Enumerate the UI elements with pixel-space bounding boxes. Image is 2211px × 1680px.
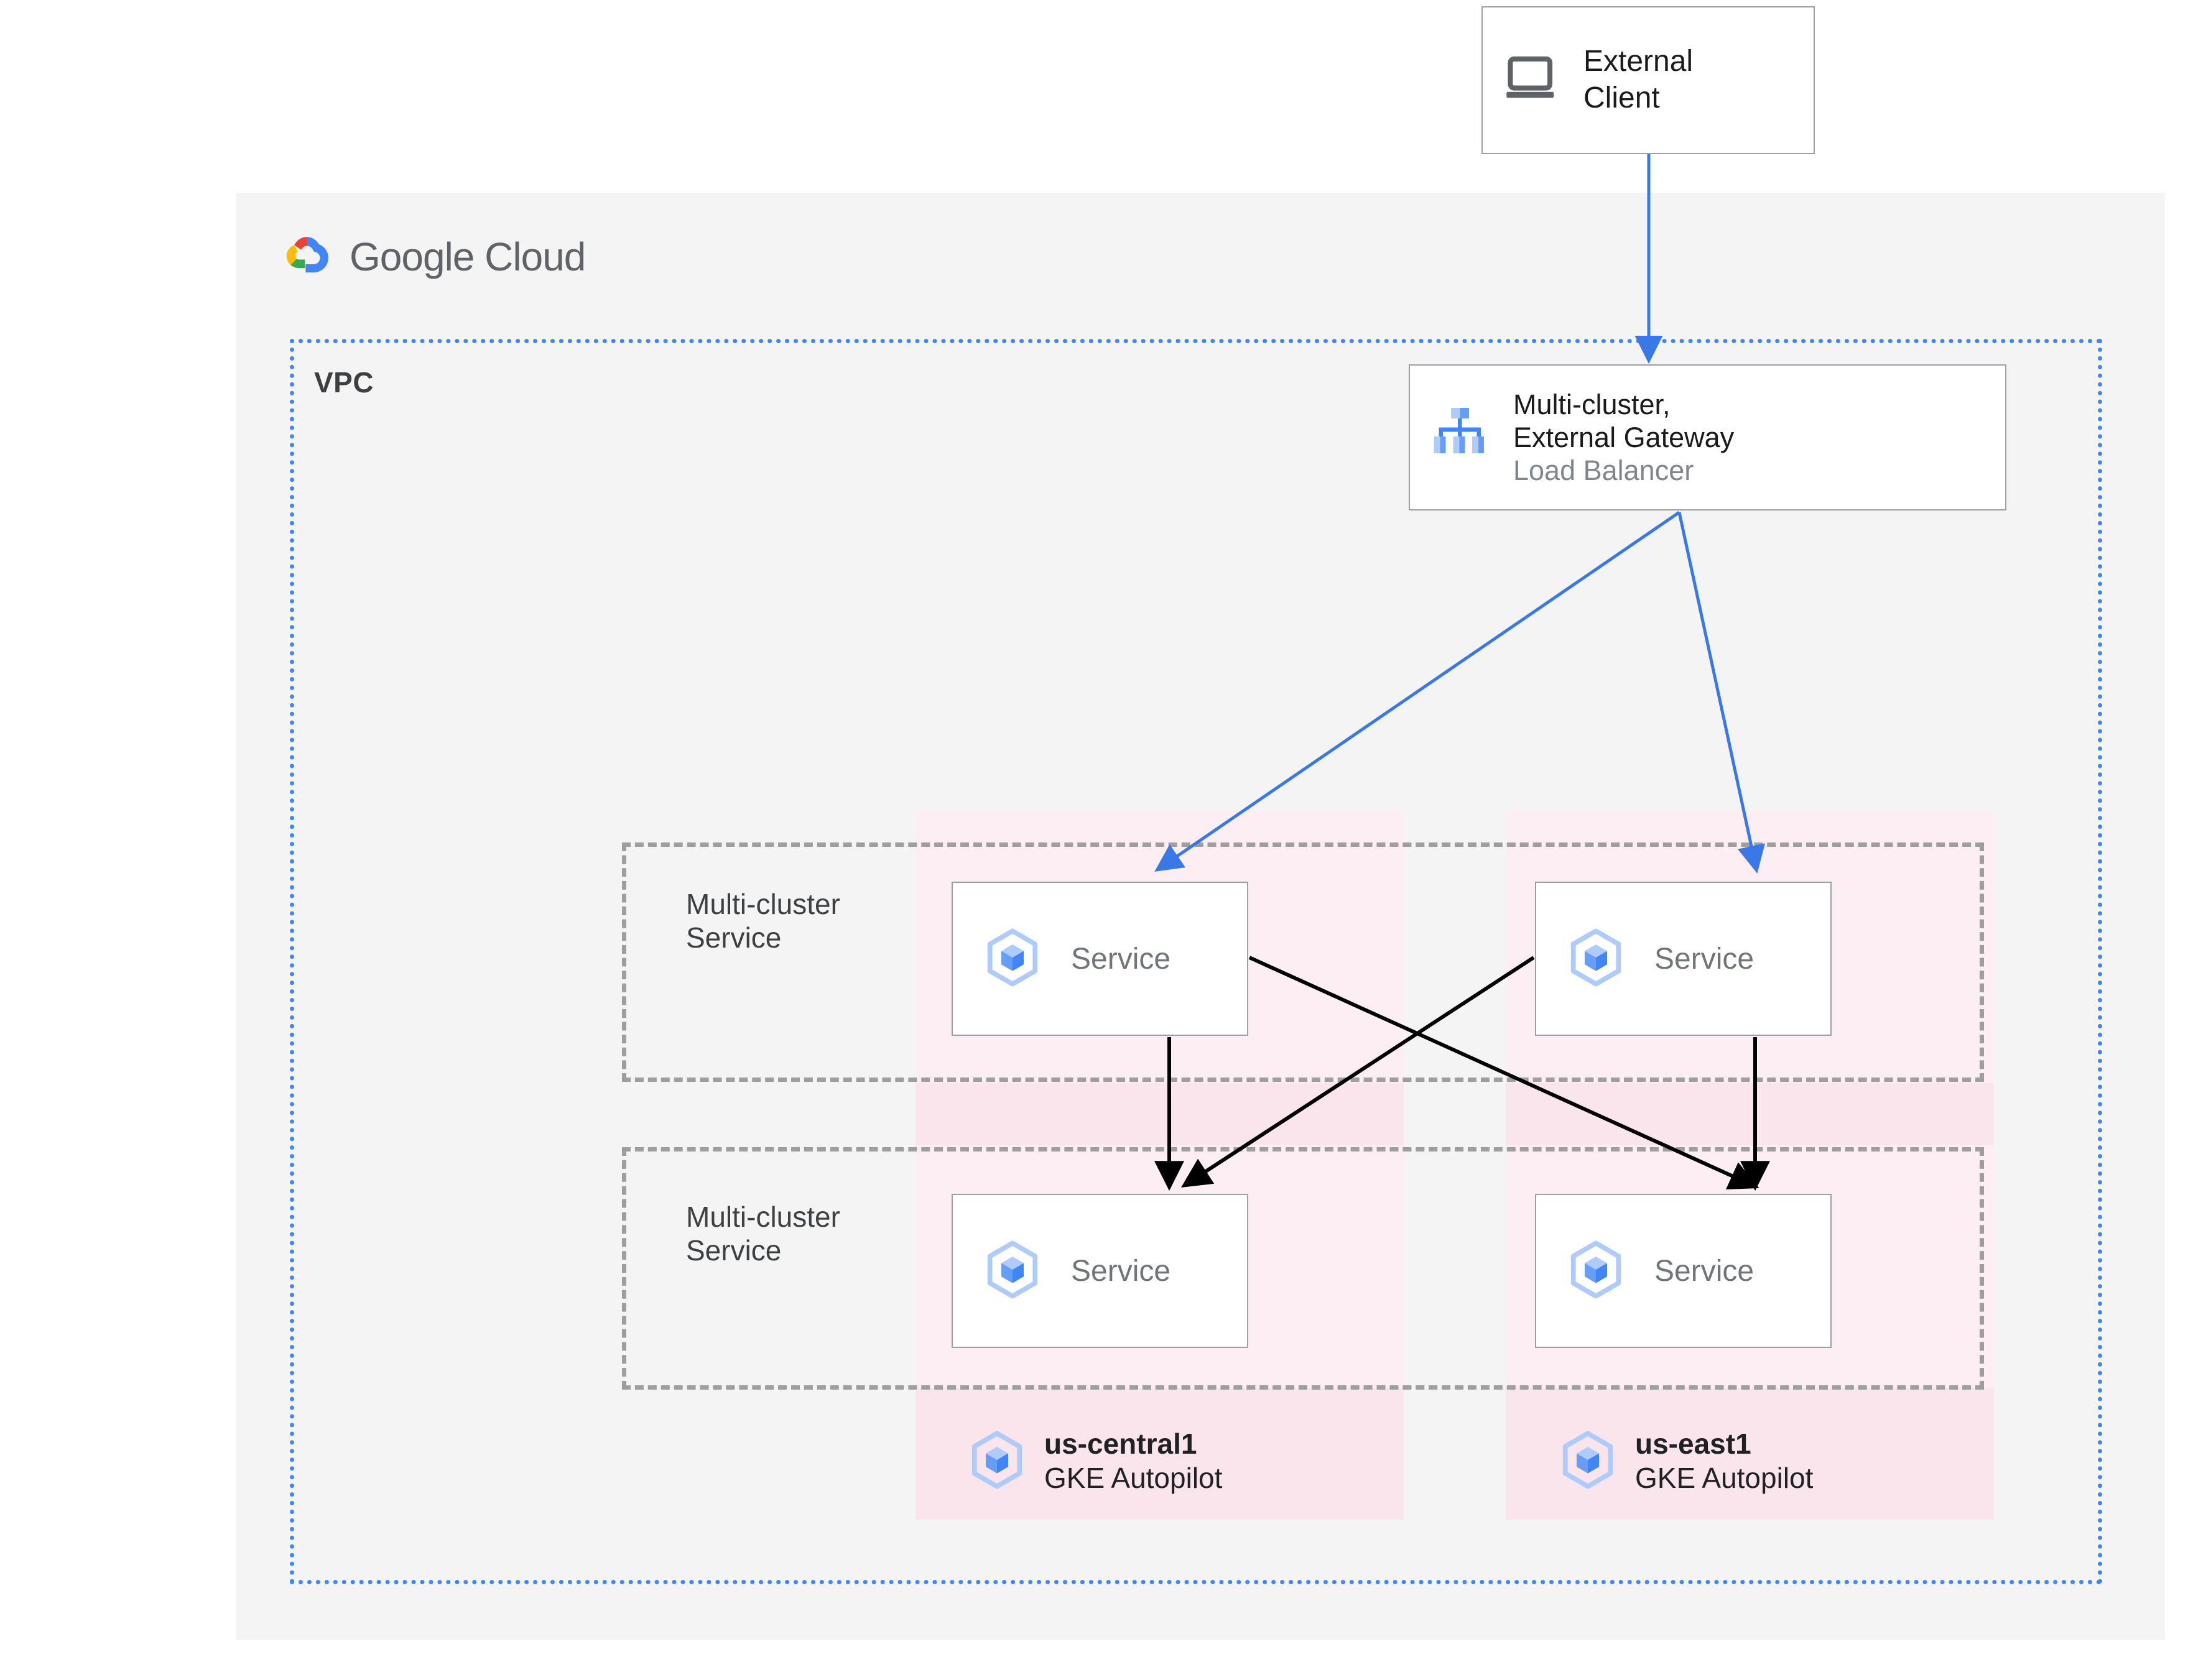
service-box-us-east1-group-2[interactable]: Service	[1535, 1194, 1832, 1348]
mcs-2-line1: Multi-cluster	[686, 1201, 840, 1233]
service-box-us-central1-group-2[interactable]: Service	[952, 1194, 1248, 1348]
gke-service-icon	[983, 1240, 1042, 1303]
load-balancer-icon	[1422, 399, 1497, 476]
gke-service-icon	[983, 928, 1042, 990]
gke-cluster-icon	[1558, 1430, 1618, 1493]
gke-cluster-icon	[967, 1430, 1027, 1493]
vpc-boundary	[290, 339, 2102, 1584]
cluster-region-us-central1-band-mid	[915, 1083, 1404, 1145]
mcs-1-line1: Multi-cluster	[686, 888, 840, 920]
service-label: Service	[1654, 1254, 1754, 1288]
service-box-us-east1-group-1[interactable]: Service	[1535, 882, 1832, 1036]
load-balancer-subtitle: Load Balancer	[1513, 455, 1694, 487]
load-balancer-box[interactable]: Multi-cluster, External Gateway Load Bal…	[1409, 364, 2006, 510]
load-balancer-title-line1: Multi-cluster,	[1513, 388, 1671, 420]
service-label: Service	[1071, 1254, 1171, 1288]
external-client-line1: External	[1583, 45, 1694, 78]
service-box-us-central1-group-1[interactable]: Service	[952, 882, 1248, 1036]
cluster-name: us-east1	[1635, 1428, 1751, 1460]
cluster-type: GKE Autopilot	[1635, 1462, 1814, 1495]
cluster-footer-us-central1: us-central1 GKE Autopilot	[967, 1427, 1222, 1495]
mcs-1-line2: Service	[686, 921, 782, 954]
external-client-line2: Client	[1583, 81, 1660, 114]
load-balancer-title-line2: External Gateway	[1513, 421, 1735, 453]
cluster-region-us-east1-band-mid	[1506, 1083, 1994, 1145]
google-cloud-logo-text: Google Cloud	[350, 234, 586, 279]
gke-service-icon	[1566, 1240, 1626, 1303]
service-label: Service	[1654, 942, 1754, 976]
google-cloud-logo-icon	[280, 230, 333, 284]
cluster-type: GKE Autopilot	[1044, 1462, 1223, 1495]
multi-cluster-service-group-2-label: Multi-cluster Service	[686, 1200, 840, 1268]
multi-cluster-service-group-1-label: Multi-cluster Service	[686, 887, 840, 955]
laptop-icon	[1505, 54, 1562, 107]
vpc-label: VPC	[314, 366, 374, 399]
gke-service-icon	[1566, 928, 1626, 990]
google-cloud-logo: Google Cloud	[280, 230, 586, 284]
cluster-footer-us-east1: us-east1 GKE Autopilot	[1558, 1427, 1813, 1495]
mcs-2-line2: Service	[686, 1234, 782, 1267]
cluster-name: us-central1	[1044, 1428, 1197, 1460]
service-label: Service	[1071, 942, 1171, 976]
